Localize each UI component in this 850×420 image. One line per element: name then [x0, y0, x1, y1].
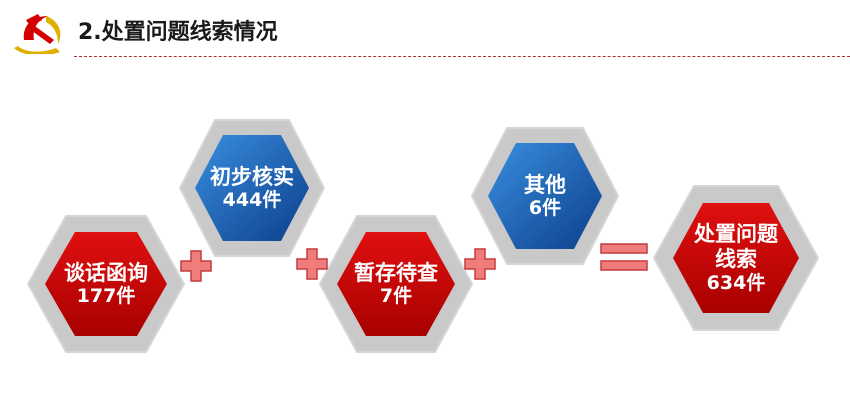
header: 2.处置问题线索情况	[0, 0, 850, 64]
node-count: 634件	[706, 272, 766, 295]
plus-icon	[180, 250, 212, 282]
node-count: 444件	[222, 189, 282, 212]
title-divider	[74, 56, 850, 57]
page-title: 2.处置问题线索情况	[78, 20, 278, 45]
node-preliminary-verification: 初步核实 444件	[178, 118, 326, 258]
plus-icon	[296, 248, 328, 280]
equals-icon	[600, 243, 648, 271]
node-pending: 暂存待查 7件	[318, 214, 474, 354]
node-count: 7件	[379, 285, 413, 308]
node-other: 其他 6件	[470, 126, 620, 266]
plus-icon	[464, 248, 496, 280]
node-count: 6件	[528, 197, 562, 220]
node-talk-inquiry: 谈话函询 177件	[26, 214, 186, 354]
node-label-line2: 线索	[715, 246, 757, 272]
node-count: 177件	[76, 285, 136, 308]
node-label: 谈话函询	[64, 259, 148, 285]
node-label: 暂存待查	[354, 259, 438, 285]
node-label: 其他	[524, 171, 566, 197]
node-total-clues: 处置问题 线索 634件	[652, 184, 820, 332]
node-label: 初步核实	[210, 163, 294, 189]
hammer-sickle-icon	[14, 14, 61, 54]
node-label-line1: 处置问题	[694, 220, 778, 246]
